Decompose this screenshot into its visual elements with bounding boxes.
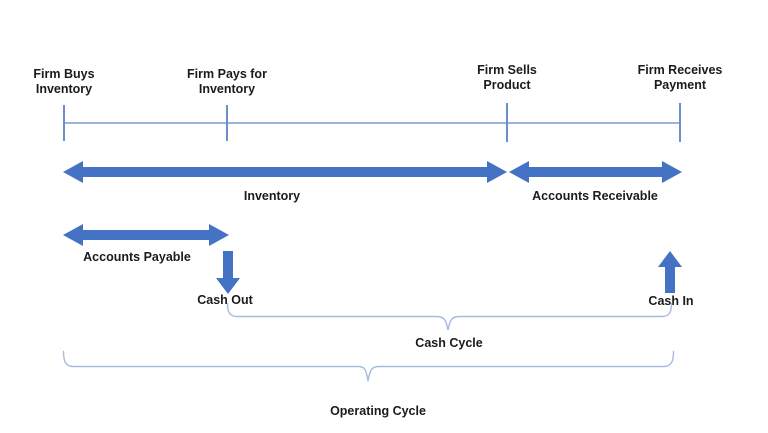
inventory-label: Inventory — [243, 189, 301, 203]
accounts-payable-label: Accounts Payable — [83, 250, 191, 264]
inventory-double-arrow — [63, 161, 507, 183]
event-label-line: Inventory — [198, 82, 256, 96]
event-label-firm-buys-inventory: Firm Buys Inventory — [4, 67, 124, 97]
event-label-line: Firm Buys — [33, 67, 95, 81]
event-label-firm-receives-payment: Firm Receives Payment — [620, 63, 740, 93]
timeline-tick-pay — [226, 105, 228, 141]
accounts-payable-double-arrow — [63, 224, 229, 246]
cash-cycle-label: Cash Cycle — [415, 336, 483, 350]
cash-in-label: Cash In — [648, 294, 694, 308]
event-label-line: Payment — [653, 78, 707, 92]
timeline-tick-receive — [679, 103, 681, 142]
accounts-receivable-double-arrow — [509, 161, 682, 183]
operating-cycle-brace — [62, 350, 675, 382]
cash-cycle-brace — [226, 302, 673, 331]
event-label-line: Firm Receives — [637, 63, 723, 77]
timeline-tick-sell — [506, 103, 508, 142]
cash-in-arrow — [658, 251, 682, 293]
event-label-line: Firm Sells — [477, 63, 537, 77]
event-label-firm-sells-product: Firm Sells Product — [447, 63, 567, 93]
event-label-line: Product — [483, 78, 531, 92]
event-label-line: Firm Pays for — [187, 67, 267, 81]
timeline-tick-buy — [63, 105, 65, 141]
event-label-firm-pays-for-inventory: Firm Pays for Inventory — [167, 67, 287, 97]
accounts-receivable-label: Accounts Receivable — [532, 189, 658, 203]
operating-cycle-label: Operating Cycle — [330, 404, 426, 418]
cash-out-label: Cash Out — [197, 293, 253, 307]
cash-out-arrow — [216, 251, 240, 294]
timeline-axis — [64, 122, 681, 124]
event-label-line: Inventory — [35, 82, 93, 96]
